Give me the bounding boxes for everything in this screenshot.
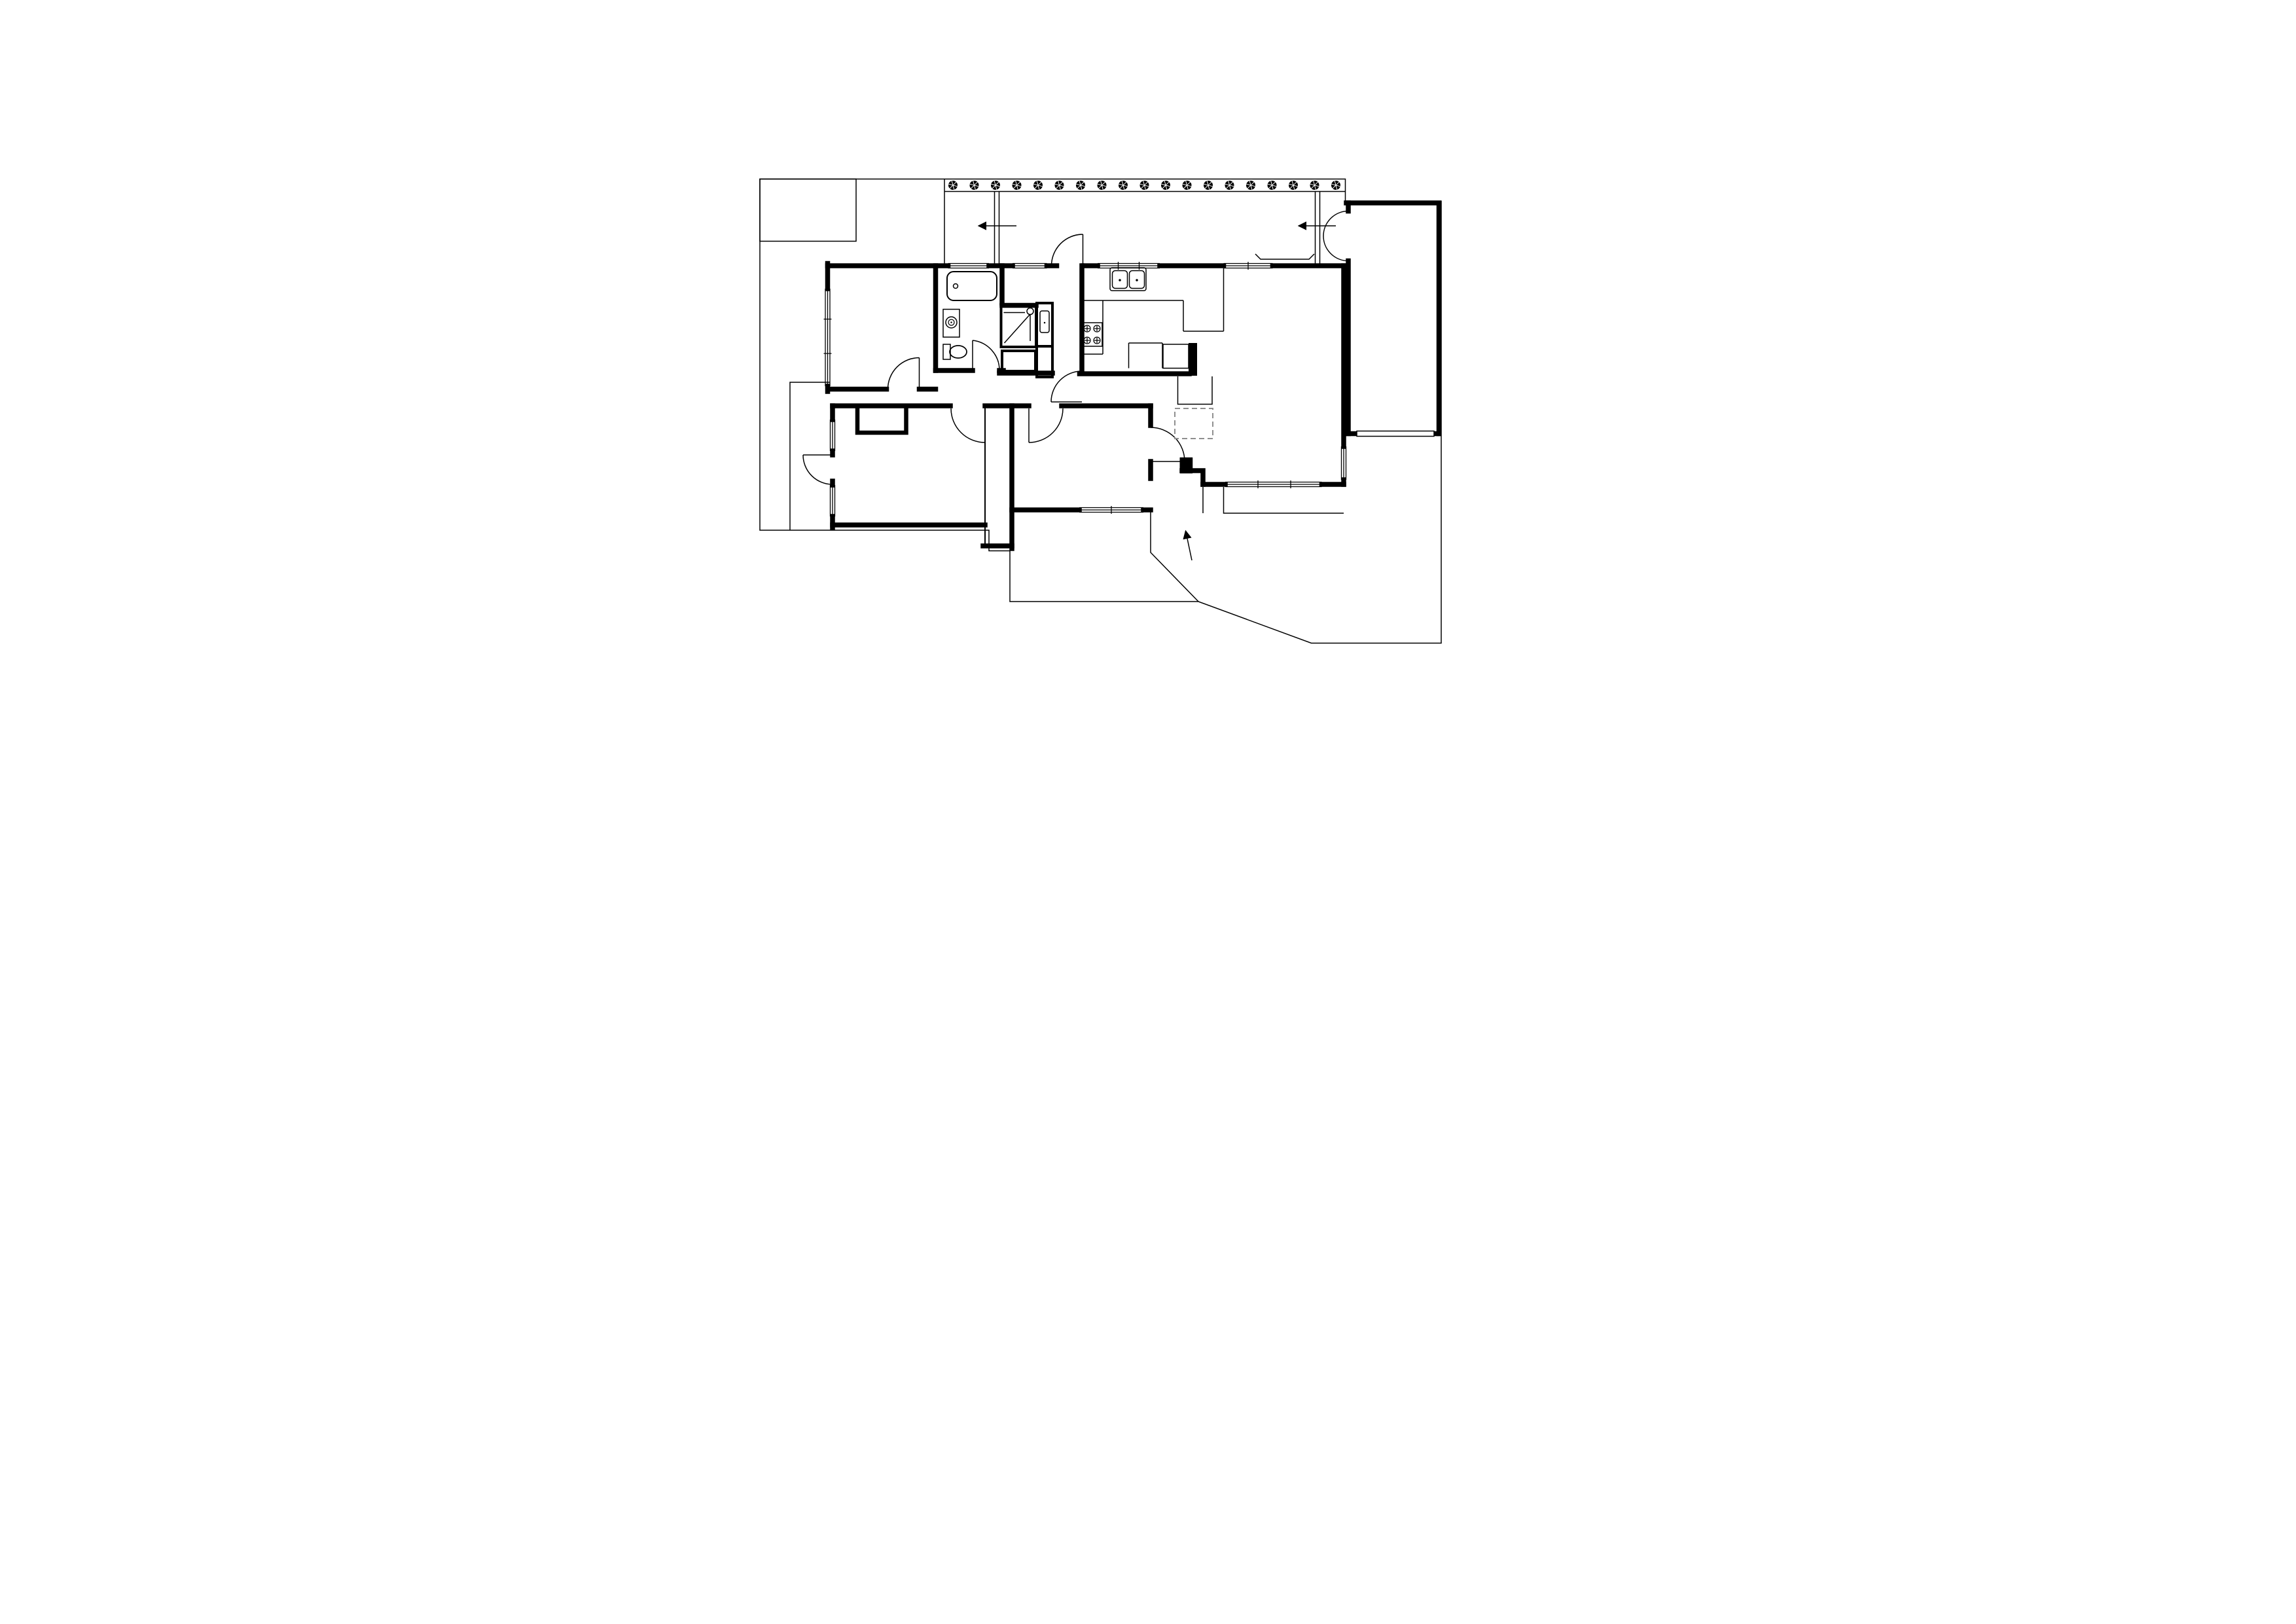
window [948, 262, 989, 269]
window [829, 485, 836, 516]
door-arc [1050, 370, 1083, 403]
window [1013, 262, 1047, 269]
baluster-icon [1076, 181, 1085, 190]
baluster-icon [1267, 181, 1277, 190]
baluster-icon [1033, 181, 1043, 190]
door-arc [1323, 210, 1349, 262]
kitchen-counter [1084, 268, 1225, 355]
baluster-icon [1331, 181, 1340, 190]
vanity-icon [942, 308, 960, 338]
cupboard-low [1001, 350, 1037, 372]
vanity-basin [945, 316, 958, 329]
pantry-wall-block [1189, 343, 1197, 376]
baluster-icon [969, 181, 979, 190]
window [1223, 262, 1273, 270]
vanity-basin-inner [948, 319, 955, 326]
door-arc [1050, 234, 1084, 266]
room-porch [1153, 473, 1202, 552]
door-arc [802, 454, 833, 485]
kitchen-sink-icon [1109, 267, 1147, 291]
walls-layer [825, 200, 1442, 551]
room-dining [1224, 266, 1342, 364]
door-arc [887, 357, 920, 389]
toilet-icon [949, 345, 967, 359]
shower-head [1026, 307, 1034, 316]
room-living [1224, 373, 1342, 481]
baluster-icon [1097, 181, 1107, 190]
baluster-icon [1119, 181, 1128, 190]
window [1079, 506, 1143, 514]
fixtures-layer [942, 267, 1225, 439]
cooktop-icon [1081, 322, 1103, 347]
baluster-icon [1012, 181, 1022, 190]
baluster-icon [1161, 181, 1170, 190]
shower-detail [1003, 312, 1031, 344]
room-cellar [1175, 408, 1213, 439]
deck-balusters [948, 181, 1340, 190]
porch-outline [1150, 512, 1199, 602]
stairs-layer [994, 191, 1321, 264]
floorplan-page [574, 0, 1722, 812]
deck-stair-right [1314, 191, 1321, 264]
up-porch-arrow [1183, 530, 1193, 561]
cupboard-tall [1035, 302, 1054, 348]
window [829, 420, 836, 451]
baluster-icon [1204, 181, 1213, 190]
site-boundary [759, 178, 1442, 644]
garden-box-topleft [759, 178, 857, 242]
toilet-tank [942, 344, 951, 360]
terrace-outline [789, 382, 830, 530]
doors-layer [802, 210, 1349, 485]
living-garden-bed [1202, 487, 1344, 514]
deck-stair-left [994, 191, 1000, 264]
baluster-icon [1246, 181, 1255, 190]
bathtub-drain [952, 283, 959, 289]
deck-strip-outline [944, 179, 1346, 266]
baluster-icon [991, 181, 1000, 190]
stair-arrows [977, 221, 1336, 561]
door-arc [950, 408, 986, 443]
cellar-access [1177, 376, 1213, 405]
bathtub-icon [946, 271, 997, 301]
baluster-icon [1182, 181, 1192, 190]
windows-layer [823, 262, 1435, 516]
deck-step-mark [1255, 253, 1315, 260]
room-kitchen [1084, 266, 1189, 372]
room-laundry [1003, 266, 1081, 304]
door-arc [972, 340, 1000, 371]
fridge-box [1128, 342, 1163, 369]
baluster-icon [1139, 181, 1149, 190]
window [823, 289, 832, 386]
cupboard-trough [1039, 310, 1050, 333]
baluster-icon [1054, 181, 1064, 190]
window [1340, 446, 1347, 480]
room-deck [944, 192, 1346, 264]
window [1225, 480, 1322, 488]
door-arc [1028, 408, 1064, 443]
floorplan-svg [574, 0, 1722, 812]
boundary-line [759, 178, 1442, 644]
baluster-icon [1289, 181, 1298, 190]
garage-door [1356, 430, 1435, 437]
baluster-icon [1310, 181, 1319, 190]
cellar-dashed-box [1174, 408, 1213, 439]
room-terrace [790, 382, 833, 530]
room-bath [936, 266, 1001, 369]
room-garage [1351, 206, 1437, 431]
baluster-icon [1225, 181, 1234, 190]
room-bedroom-office [1014, 408, 1149, 509]
baluster-icon [948, 181, 958, 190]
